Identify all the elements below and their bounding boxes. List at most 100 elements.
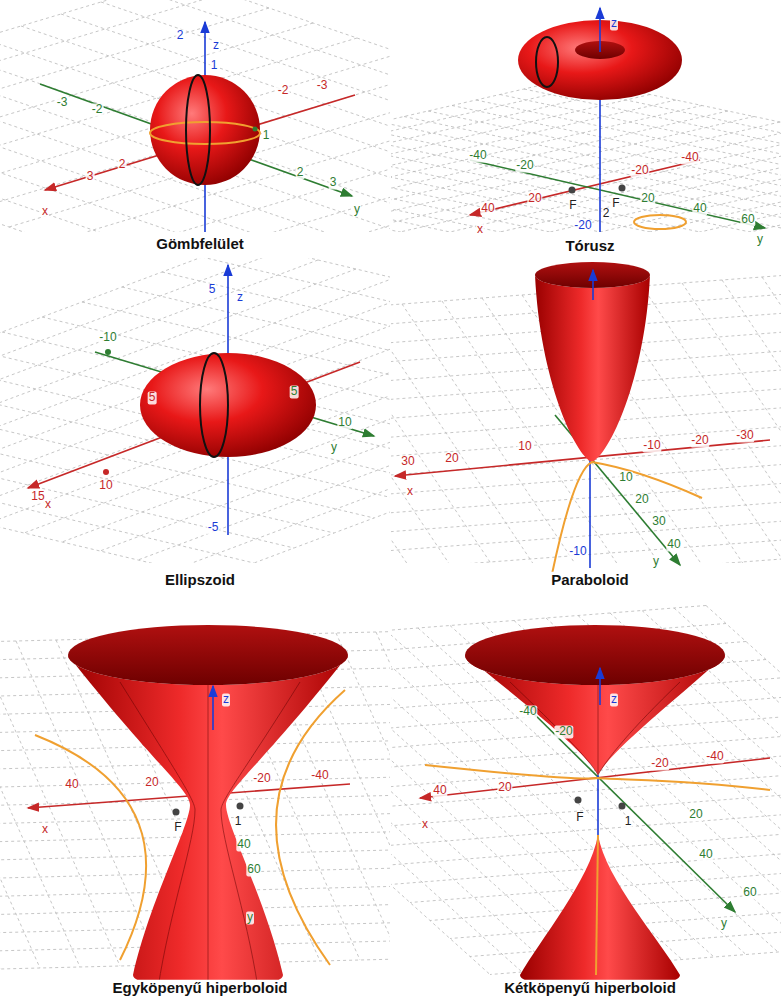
figure-caption: Gömbfelület [153,236,247,253]
axis-label: z [236,291,244,304]
paraboloid-surface [535,275,650,462]
grid-line [391,651,490,975]
axis-label: 30 [651,515,666,528]
axis-label: y [756,233,764,246]
axis-label: -2 [277,84,290,97]
grid-line [391,177,660,232]
axis-label: y [652,555,660,568]
axis-label: 20 [497,781,512,794]
lower-sheet [520,835,680,990]
grid-line [0,452,214,563]
axis-label: -3 [316,79,329,92]
axis-label: F [575,811,584,824]
grid-planes [0,0,781,975]
figure-caption: Paraboloid [548,572,632,589]
ruling-lines [510,682,680,775]
grid-line [0,0,181,122]
axis-label: x [41,205,49,218]
axis-label: 5 [148,391,157,404]
grid-line [0,53,390,197]
axis-label: 10 [517,440,532,453]
y-axis [470,160,765,228]
z-axis-top [212,686,214,730]
axis-label: -3 [56,96,69,109]
hyperboloid-surface [68,655,348,990]
grid-line [642,286,781,563]
grid-line [391,150,780,233]
grid-line [391,89,624,199]
figure-caption: Tórusz [562,238,617,255]
axis-label: 2 [296,166,305,179]
orange-circle [634,215,686,229]
grid-line [0,287,390,497]
grid-line [391,523,781,563]
axis-label: -2 [91,103,104,116]
axis-label: 40 [692,202,707,215]
axis-label: 40 [698,848,713,861]
axis-label: 3 [329,176,338,189]
grid-line [391,786,781,831]
axis-label: y [353,203,361,216]
grid-line [391,804,781,849]
axis-label: -40 [518,705,537,718]
axis-label: 1 [234,815,243,828]
hyperboloid-one-sheet-figure [28,625,350,990]
axis-label: 5 [290,385,299,398]
axis-label: x [406,485,414,498]
axis-label: -40 [468,149,487,162]
axis-label: 40 [666,538,681,551]
axis-label: z [222,693,230,706]
grid-line [476,100,781,210]
axis-label: -20 [515,159,534,172]
axis-label: 30 [400,455,415,468]
hyperbola-branch [596,835,598,975]
axis-label: -20 [630,164,649,177]
grid-line [242,258,390,368]
hyperbola-branch [425,765,770,790]
equator-curve [150,122,260,144]
axis-label: -10 [642,439,661,452]
figure-caption: Ellipszoid [162,572,238,589]
grid-line [0,62,390,232]
grid-plane [391,78,781,232]
grid-line [391,144,781,232]
grid-line [391,451,781,505]
grid-line [0,278,390,488]
z-axis [589,460,591,568]
grid-plane [391,271,781,563]
grid-line [138,350,390,560]
axis-label: 20 [444,452,459,465]
grid-line [0,305,390,515]
ellipsoid-figure [28,265,374,535]
grid-line [391,319,418,563]
z-axis-top [592,270,594,300]
grid-line [0,644,40,968]
grid-line [391,648,522,972]
focus-point [619,185,626,192]
z-axis-top [599,668,601,705]
grid-line [0,296,390,506]
axis-label: F [611,197,620,210]
grid-line [391,122,781,232]
axis-label: x [41,823,49,836]
axis-label: 60 [740,213,755,226]
axis-label: 2 [602,207,611,220]
axis-label: 20 [634,493,649,506]
grid-line [0,269,356,479]
grid-line [391,166,708,232]
grid-line [391,559,781,563]
grid-line [100,341,390,551]
grid-line [0,50,390,230]
axis-label: x [476,223,484,236]
axis-label: 20 [144,776,159,789]
axis-label: -40 [705,750,724,763]
grid-line [391,172,684,233]
axis-label: y [246,911,254,924]
grid-line [391,487,781,541]
grid-plane [0,0,390,232]
grid-line [682,283,781,563]
meridian-curve [186,75,210,185]
axis-label: z [610,17,618,30]
grid-line [456,155,781,232]
